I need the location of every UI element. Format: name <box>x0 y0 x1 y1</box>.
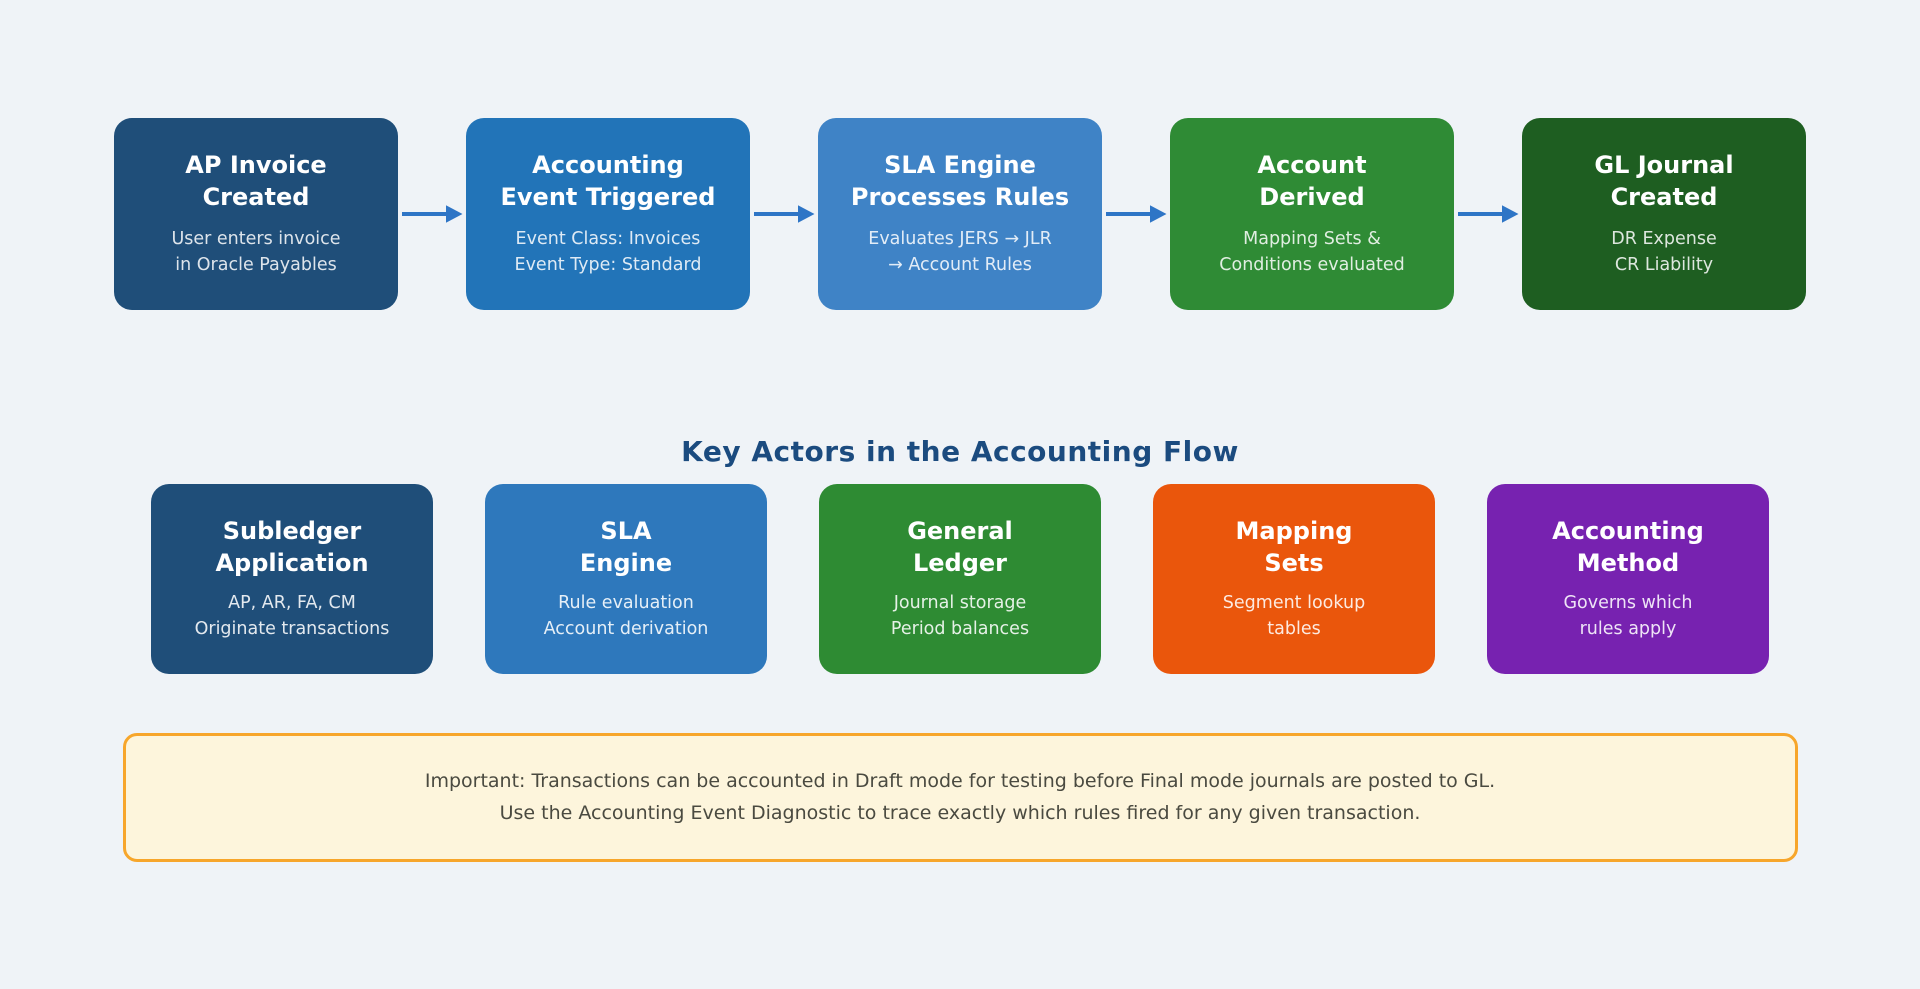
actor-card-desc: Segment lookup tables <box>1222 593 1366 639</box>
arrow-head <box>797 205 815 223</box>
actor-card-title: General Ledger <box>907 516 1013 577</box>
actor-card-desc: Journal storage Period balances <box>890 593 1030 639</box>
arrow-head <box>1501 205 1519 223</box>
flow-step-gl-journal-created: GL Journal Created DR Expense CR Liabili… <box>1522 118 1806 310</box>
actor-card-desc: Governs which rules apply <box>1563 593 1693 639</box>
arrow-line <box>401 212 448 216</box>
arrow-line <box>1105 212 1152 216</box>
actor-card-desc: AP, AR, FA, CM Originate transactions <box>194 593 390 639</box>
flow-step-desc: Evaluates JERS → JLR → Account Rules <box>868 229 1052 275</box>
flow-step-accounting-event-triggered: Accounting Event Triggered Event Class: … <box>466 118 750 310</box>
actor-card-title: SLA Engine <box>579 516 673 577</box>
flow-step-desc: Mapping Sets & Conditions evaluated <box>1219 229 1405 275</box>
flow-step-title: Accounting Event Triggered <box>500 150 716 211</box>
key-actors-row: Subledger Application AP, AR, FA, CM Ori… <box>0 484 1920 674</box>
actor-card-title: Subledger Application <box>215 516 369 577</box>
flow-arrow-icon <box>1454 118 1522 310</box>
flow-step-desc: User enters invoice in Oracle Payables <box>171 229 341 275</box>
section-title-key-actors: Key Actors in the Accounting Flow <box>681 435 1239 468</box>
actor-card-mapping-sets: Mapping Sets Segment lookup tables <box>1153 484 1435 674</box>
flow-step-desc: Event Class: Invoices Event Type: Standa… <box>514 229 702 275</box>
flow-step-sla-engine-processes-rules: SLA Engine Processes Rules Evaluates JER… <box>818 118 1102 310</box>
arrow-line <box>1457 212 1504 216</box>
arrow-line <box>753 212 800 216</box>
flow-step-account-derived: Account Derived Mapping Sets & Condition… <box>1170 118 1454 310</box>
flow-step-title: AP Invoice Created <box>185 150 327 211</box>
flow-arrow-icon <box>398 118 466 310</box>
flow-arrow-icon <box>1102 118 1170 310</box>
actor-card-title: Accounting Method <box>1552 516 1704 577</box>
flow-step-ap-invoice-created: AP Invoice Created User enters invoice i… <box>114 118 398 310</box>
flow-step-title: SLA Engine Processes Rules <box>850 150 1070 211</box>
actor-card-desc: Rule evaluation Account derivation <box>543 593 709 639</box>
important-note-box: Important: Transactions can be accounted… <box>122 733 1798 862</box>
arrow-head <box>445 205 463 223</box>
process-flow-row: AP Invoice Created User enters invoice i… <box>0 118 1920 310</box>
important-note-text: Important: Transactions can be accounted… <box>424 770 1496 824</box>
actor-card-sla-engine: SLA Engine Rule evaluation Account deriv… <box>485 484 767 674</box>
actor-card-accounting-method: Accounting Method Governs which rules ap… <box>1487 484 1769 674</box>
actor-card-subledger-application: Subledger Application AP, AR, FA, CM Ori… <box>151 484 433 674</box>
flow-step-desc: DR Expense CR Liability <box>1611 229 1717 275</box>
flow-step-title: GL Journal Created <box>1594 150 1734 211</box>
actor-card-general-ledger: General Ledger Journal storage Period ba… <box>819 484 1101 674</box>
arrow-head <box>1149 205 1167 223</box>
actor-card-title: Mapping Sets <box>1235 516 1353 577</box>
flow-step-title: Account Derived <box>1257 150 1367 211</box>
flow-arrow-icon <box>750 118 818 310</box>
